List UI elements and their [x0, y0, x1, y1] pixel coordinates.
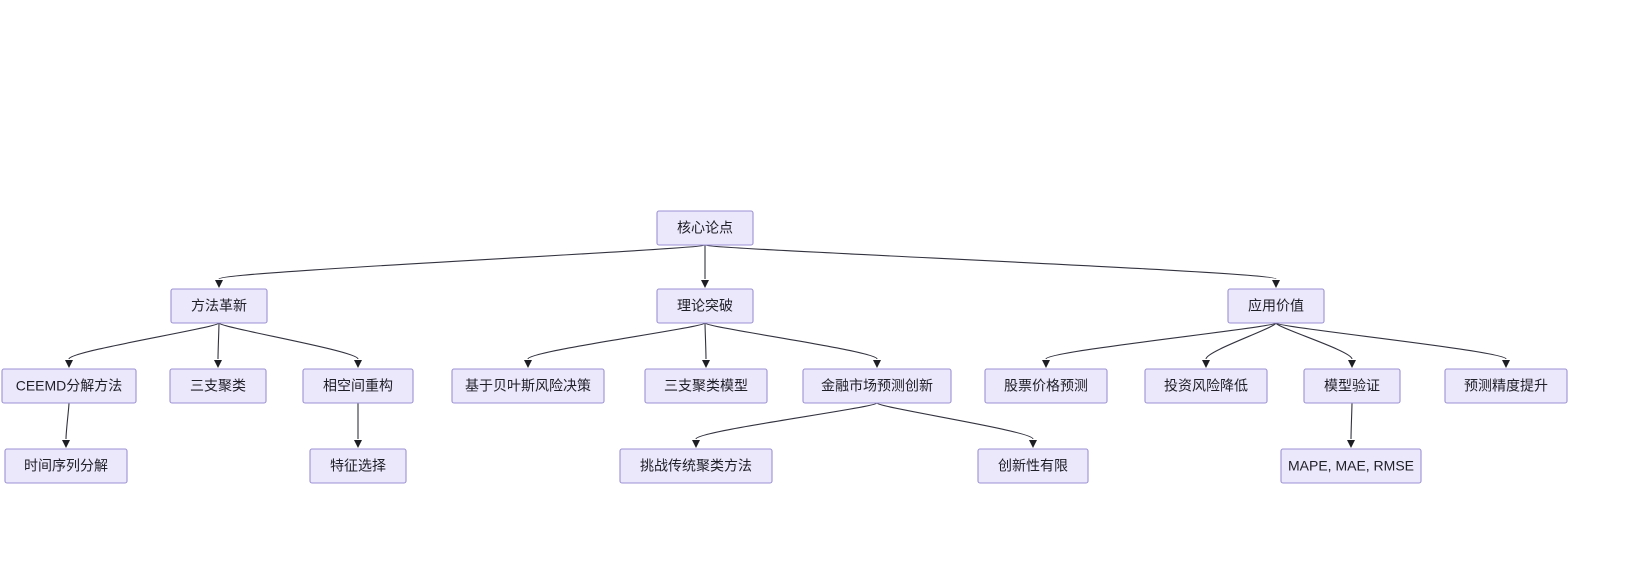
node-label: 相空间重构	[323, 378, 393, 394]
node-label: 创新性有限	[998, 458, 1068, 474]
flow-node[interactable]: 金融市场预测创新	[802, 368, 952, 404]
arrow-head-icon	[1042, 360, 1050, 368]
node-label: MAPE, MAE, RMSE	[1288, 458, 1414, 474]
edge-n3-to-n12	[1275, 322, 1353, 360]
arrow-head-icon	[702, 360, 710, 368]
node-label: 时间序列分解	[24, 458, 108, 474]
node-label: CEEMD分解方法	[16, 378, 123, 394]
edge-n1-to-n5	[217, 322, 220, 360]
edge-n9-to-n16	[695, 402, 878, 440]
node-box[interactable]	[451, 368, 605, 404]
arrow-head-icon	[524, 360, 532, 368]
node-box[interactable]	[1144, 368, 1268, 404]
flow-node[interactable]: CEEMD分解方法	[1, 368, 137, 404]
edge-n0-to-n1	[218, 244, 706, 280]
node-box[interactable]	[984, 368, 1108, 404]
node-box[interactable]	[170, 288, 268, 324]
edge-n2-to-n8	[704, 322, 707, 360]
node-box[interactable]	[302, 368, 414, 404]
edge-n9-to-n17	[876, 402, 1034, 440]
flow-node[interactable]: 理论突破	[656, 288, 754, 324]
node-box[interactable]	[977, 448, 1089, 484]
node-box[interactable]	[1, 368, 137, 404]
arrow-head-icon	[1502, 360, 1510, 368]
arrow-head-icon	[215, 280, 223, 288]
node-label: 金融市场预测创新	[821, 378, 933, 394]
flow-node[interactable]: 三支聚类	[169, 368, 267, 404]
node-label: 三支聚类	[190, 378, 246, 394]
flow-node[interactable]: 挑战传统聚类方法	[619, 448, 773, 484]
flow-node[interactable]: 预测精度提升	[1444, 368, 1568, 404]
edge-n2-to-n7	[527, 322, 706, 360]
edge-n4-to-n14	[65, 402, 70, 440]
node-box[interactable]	[656, 210, 754, 246]
flow-node[interactable]: 股票价格预测	[984, 368, 1108, 404]
node-box[interactable]	[619, 448, 773, 484]
flow-node[interactable]: 特征选择	[309, 448, 407, 484]
arrow-head-icon	[65, 360, 73, 368]
edge-n0-to-n3	[704, 244, 1277, 280]
arrow-head-icon	[1272, 280, 1280, 288]
node-label: 预测精度提升	[1464, 378, 1548, 394]
flow-node[interactable]: 创新性有限	[977, 448, 1089, 484]
flow-node[interactable]: MAPE, MAE, RMSE	[1280, 448, 1422, 484]
flow-node[interactable]: 核心论点	[656, 210, 754, 246]
node-label: 特征选择	[330, 458, 386, 474]
edge-n3-to-n11	[1205, 322, 1277, 360]
node-box[interactable]	[4, 448, 128, 484]
flow-node[interactable]: 基于贝叶斯风险决策	[451, 368, 605, 404]
edge-n12-to-n18	[1350, 402, 1353, 440]
arrow-head-icon	[692, 440, 700, 448]
arrow-head-icon	[1348, 360, 1356, 368]
node-box[interactable]	[309, 448, 407, 484]
node-box[interactable]	[644, 368, 768, 404]
node-box[interactable]	[1444, 368, 1568, 404]
node-box[interactable]	[1227, 288, 1325, 324]
flow-node[interactable]: 方法革新	[170, 288, 268, 324]
arrow-head-icon	[1029, 440, 1037, 448]
node-box[interactable]	[1280, 448, 1422, 484]
arrow-head-icon	[354, 360, 362, 368]
node-box[interactable]	[1303, 368, 1401, 404]
node-label: 基于贝叶斯风险决策	[465, 378, 591, 394]
node-label: 挑战传统聚类方法	[640, 458, 752, 474]
node-box[interactable]	[802, 368, 952, 404]
edge-n3-to-n10	[1045, 322, 1277, 360]
node-label: 应用价值	[1248, 298, 1304, 314]
flow-node[interactable]: 相空间重构	[302, 368, 414, 404]
node-label: 投资风险降低	[1164, 378, 1248, 394]
arrow-head-icon	[701, 280, 709, 288]
arrow-head-icon	[62, 440, 70, 448]
arrow-head-icon	[354, 440, 362, 448]
arrow-head-icon	[873, 360, 881, 368]
edge-n3-to-n13	[1275, 322, 1507, 360]
node-label: 方法革新	[191, 298, 247, 314]
edge-n2-to-n9	[704, 322, 878, 360]
node-label: 模型验证	[1324, 378, 1380, 394]
flow-node[interactable]: 投资风险降低	[1144, 368, 1268, 404]
flow-node[interactable]: 模型验证	[1303, 368, 1401, 404]
flow-node[interactable]: 三支聚类模型	[644, 368, 768, 404]
arrow-head-icon	[1202, 360, 1210, 368]
node-label: 核心论点	[677, 220, 733, 236]
arrow-head-icon	[1347, 440, 1355, 448]
node-box[interactable]	[169, 368, 267, 404]
flow-node[interactable]: 时间序列分解	[4, 448, 128, 484]
edge-n1-to-n4	[68, 322, 220, 360]
node-label: 理论突破	[677, 298, 733, 314]
node-box[interactable]	[656, 288, 754, 324]
arrow-head-icon	[214, 360, 222, 368]
node-label: 三支聚类模型	[664, 378, 748, 394]
node-label: 股票价格预测	[1004, 378, 1088, 394]
edges-layer	[62, 244, 1510, 448]
flow-node[interactable]: 应用价值	[1227, 288, 1325, 324]
edge-n1-to-n6	[218, 322, 359, 360]
